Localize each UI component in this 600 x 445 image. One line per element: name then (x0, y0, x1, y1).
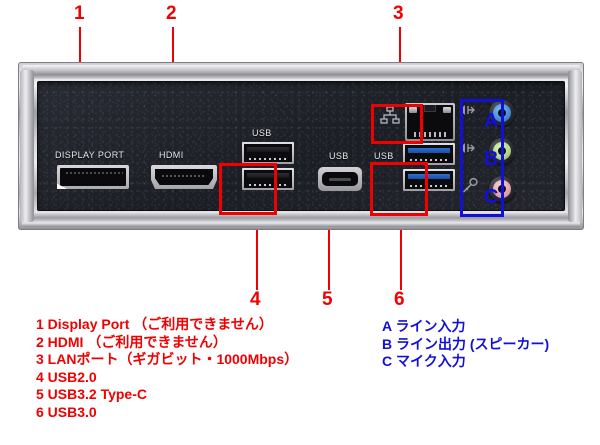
lan-led-left (409, 107, 417, 113)
hdmi-pins (162, 175, 206, 177)
display-port-connector (57, 165, 129, 189)
microphone-icon (463, 177, 478, 193)
usb2-port-top (242, 142, 294, 164)
usb3-port-top (403, 143, 455, 165)
io-shield-left-bevel (20, 70, 34, 222)
usb3-port-bottom-cavity (405, 171, 453, 189)
hdmi-label: HDMI (159, 150, 184, 160)
legend-numbered: 1 Display Port （ご利用できません） 2 HDMI （ご利用できま… (36, 316, 298, 421)
io-shield: DISPLAY PORT HDMI USB (18, 62, 584, 230)
usb2-port-top-tongue (247, 147, 289, 152)
highlight-box-lan (371, 104, 423, 144)
highlight-box-usb2 (219, 163, 277, 215)
io-shield-top-bevel (22, 65, 580, 79)
callout-number-6: 6 (394, 289, 405, 310)
highlight-box-usb3 (370, 162, 428, 216)
legend-item-c: C マイク入力 (382, 353, 466, 369)
display-port-cavity (60, 168, 126, 186)
legend-item-6: 6 USB3.0 (36, 403, 97, 420)
display-port-notch (57, 183, 67, 189)
usb3-port-top-contacts (410, 159, 448, 161)
usb2-port-top-contacts (249, 158, 287, 160)
callout-leader-5 (328, 220, 330, 290)
usb-type-c-label: USB (329, 151, 349, 161)
lan-rj45-port (405, 103, 455, 141)
highlight-box-audio (460, 99, 504, 217)
io-panel-surface: DISPLAY PORT HDMI USB (37, 81, 565, 211)
callout-number-3: 3 (393, 3, 404, 24)
audio-letter-b: B (484, 148, 499, 170)
audio-letter-a: A (484, 110, 499, 132)
legend-item-3: 3 LANポート（ギガビット・1000Mbps） (36, 351, 299, 367)
hdmi-cavity (155, 169, 213, 185)
legend-item-5: 5 USB3.2 Type-C (36, 386, 147, 402)
callout-number-2: 2 (166, 3, 177, 24)
usb3-label: USB (374, 151, 394, 161)
usb3-port-top-cavity (405, 145, 453, 163)
callout-leader-6 (400, 228, 402, 290)
usb3-port-bottom (403, 169, 455, 191)
callout-number-1: 1 (74, 3, 85, 24)
usb2-label: USB (252, 128, 272, 138)
hdmi-connector (151, 165, 217, 189)
display-port-pins (66, 172, 123, 174)
usb3-port-top-tongue (408, 148, 450, 153)
lan-led-right (443, 107, 451, 113)
callout-number-4: 4 (250, 289, 261, 310)
usb-type-c-tongue (329, 178, 351, 181)
lan-rj45-pins (414, 132, 446, 137)
audio-letter-c: C (484, 186, 499, 208)
usb3-port-bottom-tongue (408, 174, 450, 179)
network-icon (380, 106, 400, 124)
usb-type-c-connector (318, 167, 362, 191)
usb2-port-bottom-contacts (249, 184, 287, 186)
callout-leader-4 (256, 228, 258, 290)
lan-rj45-cavity (407, 105, 453, 139)
lan-rj45-clip-slot (424, 105, 436, 112)
io-shield-right-bevel (568, 70, 582, 222)
legend-item-b: B ライン出力 (スピーカー) (382, 335, 550, 352)
display-port-label: DISPLAY PORT (55, 150, 125, 160)
usb2-port-bottom-tongue (247, 173, 289, 178)
legend-item-4: 4 USB2.0 (36, 368, 97, 385)
io-shield-bottom-bevel (22, 213, 580, 227)
callout-number-5: 5 (322, 289, 333, 310)
usb2-port-bottom (242, 168, 294, 190)
usb2-port-top-cavity (244, 144, 292, 162)
legend-item-2: 2 HDMI （ご利用できません） (36, 333, 227, 350)
legend-item-1: 1 Display Port （ご利用できません） (36, 316, 273, 332)
legend-audio: A ライン入力 B ライン出力 (スピーカー) C マイク入力 (382, 318, 549, 371)
usb-type-c-cavity (322, 172, 358, 186)
legend-item-a: A ライン入力 (382, 318, 466, 334)
usb2-port-bottom-cavity (244, 170, 292, 188)
usb3-port-bottom-contacts (410, 185, 448, 187)
